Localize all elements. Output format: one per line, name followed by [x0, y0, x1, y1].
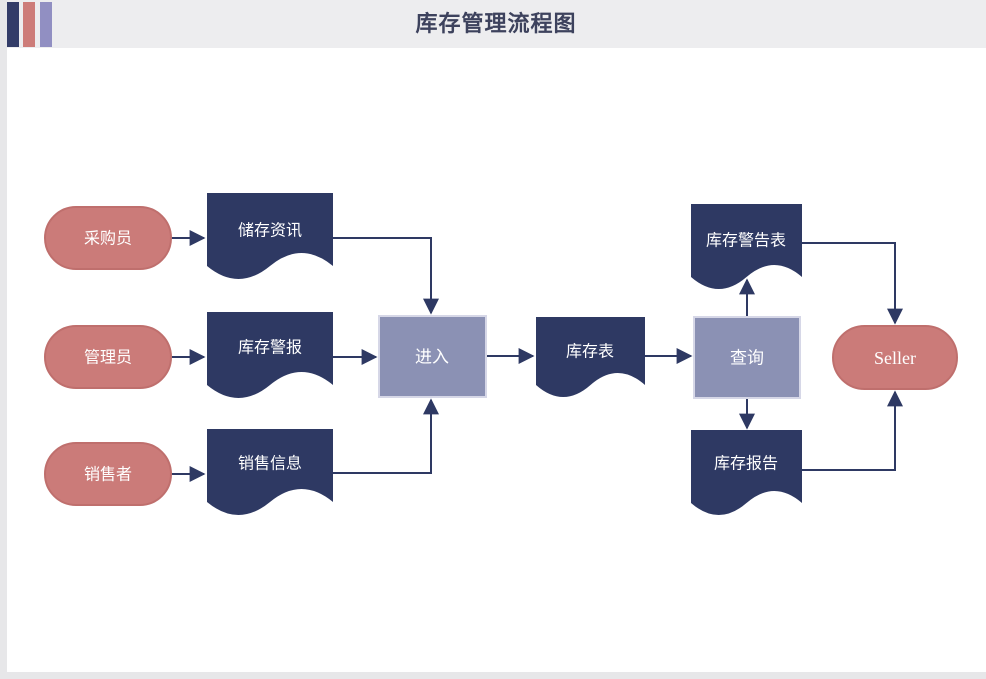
node-admin: 管理员 — [44, 325, 172, 389]
document-shape — [691, 204, 802, 289]
process-shape — [378, 315, 487, 398]
accent-bar-salmon — [23, 2, 35, 47]
node-enter-label: 进入 — [415, 348, 449, 367]
node-warning-table: 库存警告表 — [691, 204, 802, 289]
page-title: 库存管理流程图 — [415, 11, 577, 36]
accent-bar-navy — [7, 2, 19, 47]
document-shape — [207, 193, 333, 279]
node-purchaser: 采购员 — [44, 206, 172, 270]
node-inventory-report: 库存报告 — [691, 430, 802, 515]
connector-inventory-report-to-seller — [802, 390, 903, 471]
accent-bar-purple — [40, 2, 52, 47]
terminator-shape — [44, 206, 172, 270]
terminator-shape — [44, 442, 172, 506]
node-storage-info: 储存资讯 — [207, 193, 333, 279]
node-seller: Seller — [832, 325, 958, 390]
page-edge-bottom — [0, 672, 986, 679]
node-storage-info-label: 储存资讯 — [238, 222, 302, 240]
document-shape — [207, 312, 333, 398]
node-sales-info: 销售信息 — [207, 429, 333, 515]
document-shape — [536, 317, 645, 397]
node-warning-table-label: 库存警告表 — [706, 232, 786, 250]
document-shape — [691, 430, 802, 515]
terminator-shape — [44, 325, 172, 389]
connectors — [171, 230, 903, 482]
node-query-label: 查询 — [730, 349, 764, 368]
connector-warning-table-to-seller — [802, 242, 903, 325]
node-sales-info-label: 销售信息 — [238, 455, 302, 473]
connector-storage-info-to-enter — [333, 237, 439, 315]
node-inventory-table-label: 库存表 — [566, 343, 614, 361]
process-shape — [693, 316, 801, 399]
node-seller-cn-label: 销售者 — [84, 466, 132, 484]
node-inventory-alarm-label: 库存警报 — [238, 339, 302, 357]
connector-sales-info-to-enter — [333, 398, 439, 474]
terminator-shape — [832, 325, 958, 390]
document-shape — [207, 429, 333, 515]
node-purchaser-label: 采购员 — [84, 230, 132, 248]
page-edge-left — [0, 0, 7, 679]
node-inventory-table: 库存表 — [536, 317, 645, 397]
node-seller-label: Seller — [874, 348, 916, 368]
node-enter: 进入 — [378, 315, 487, 398]
node-seller-cn: 销售者 — [44, 442, 172, 506]
node-inventory-report-label: 库存报告 — [714, 455, 778, 473]
header-bar: 库存管理流程图 — [6, 0, 986, 48]
node-inventory-alarm: 库存警报 — [207, 312, 333, 398]
node-query: 查询 — [693, 316, 801, 399]
node-admin-label: 管理员 — [84, 349, 132, 367]
